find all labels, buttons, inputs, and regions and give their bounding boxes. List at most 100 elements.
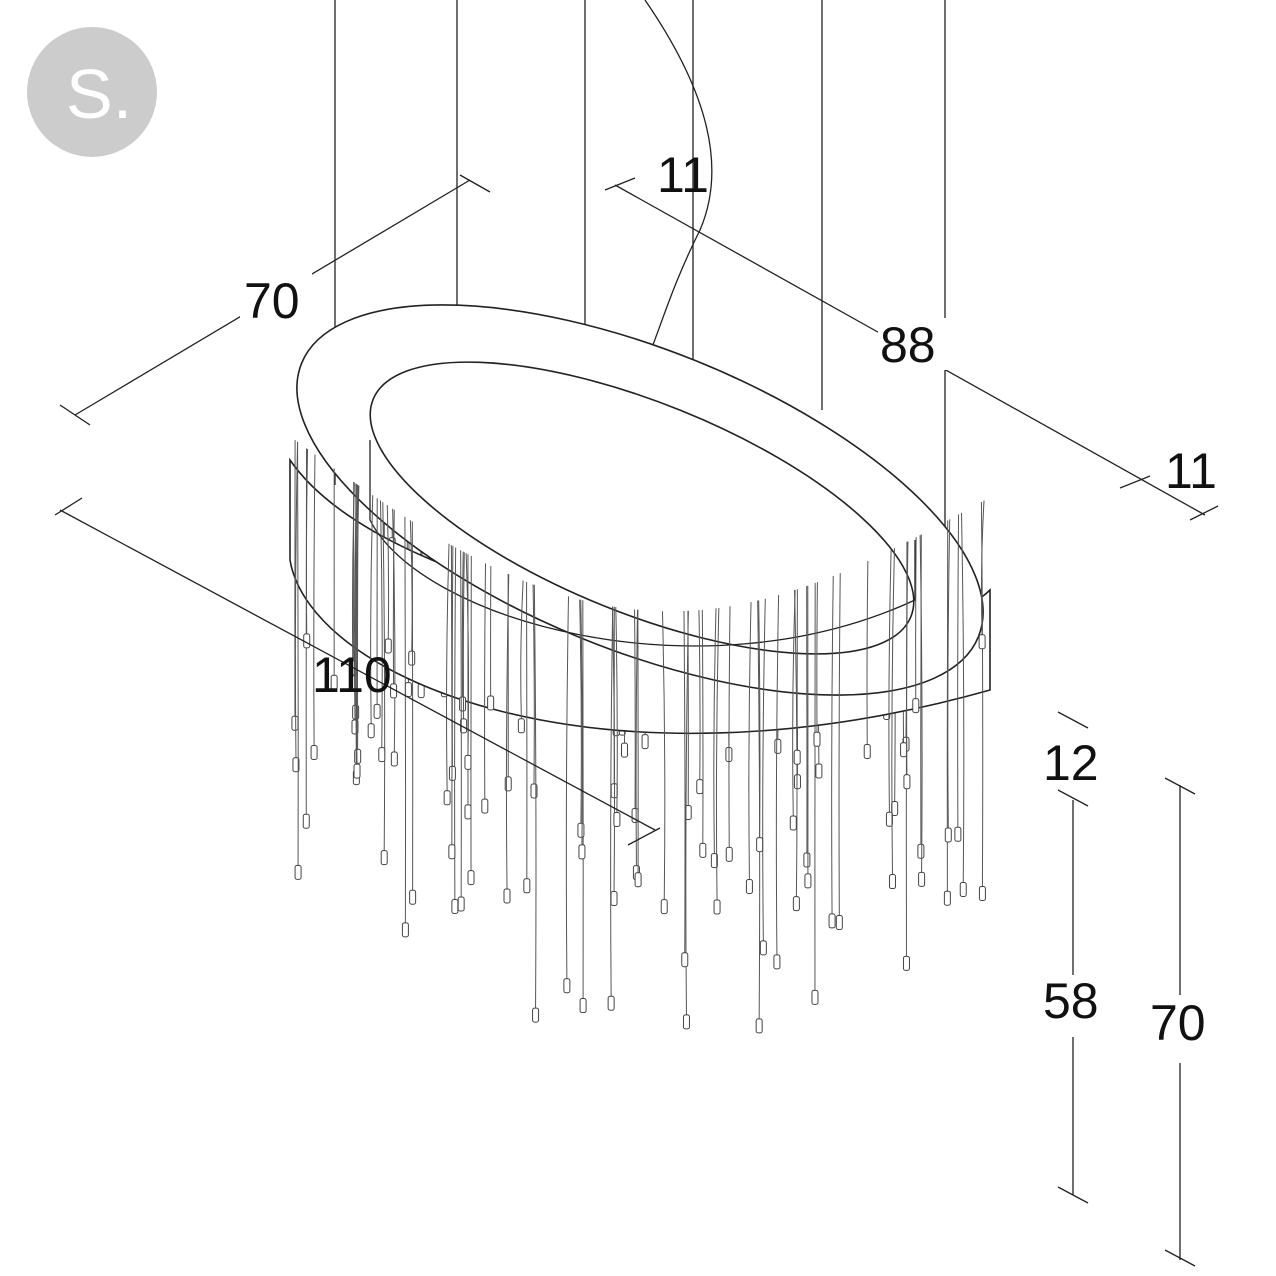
crystal xyxy=(384,638,392,654)
crystal xyxy=(532,1007,540,1023)
crystal xyxy=(330,674,338,690)
dim-110: 110 xyxy=(312,647,392,703)
strand xyxy=(353,484,358,720)
dim-12: 12 xyxy=(1043,735,1099,791)
crystal xyxy=(404,682,412,698)
crystal xyxy=(613,811,621,827)
crystal xyxy=(978,634,986,650)
dim-58: 58 xyxy=(1043,973,1099,1029)
strand xyxy=(961,512,965,883)
crystal xyxy=(959,882,967,898)
crystal xyxy=(813,731,821,747)
strand xyxy=(382,502,386,851)
strand xyxy=(715,607,720,901)
crystal xyxy=(888,874,896,890)
strand xyxy=(698,610,701,780)
strand xyxy=(891,548,895,875)
strand xyxy=(957,514,960,828)
strand xyxy=(379,500,383,748)
crystal xyxy=(577,822,585,838)
crystal xyxy=(610,890,618,906)
strand xyxy=(610,606,614,997)
crystal xyxy=(681,952,689,968)
crystal xyxy=(367,723,375,739)
crystal xyxy=(294,864,302,880)
strand xyxy=(579,599,582,824)
strand xyxy=(947,519,951,829)
dim-70-depth: 70 xyxy=(244,273,300,329)
strand xyxy=(532,584,535,784)
crystal-strands-front xyxy=(291,440,986,1034)
strand xyxy=(906,541,909,775)
crystal xyxy=(803,852,811,868)
crystal xyxy=(481,798,489,814)
crystal xyxy=(696,779,704,795)
crystal xyxy=(978,885,986,901)
crystal xyxy=(448,844,456,860)
crystal xyxy=(354,748,362,764)
crystal xyxy=(291,715,299,731)
crystal xyxy=(578,844,586,860)
crystal xyxy=(943,890,951,906)
strand xyxy=(888,549,892,813)
crystal xyxy=(755,1018,763,1034)
strand xyxy=(404,516,407,923)
strand xyxy=(661,611,666,900)
crystal xyxy=(302,813,310,829)
crystal xyxy=(699,842,707,858)
crystal xyxy=(815,763,823,779)
crystal xyxy=(390,751,398,767)
strand xyxy=(635,609,639,866)
strand xyxy=(294,441,299,758)
crystal xyxy=(563,978,571,994)
crystal xyxy=(378,747,386,763)
brand-logo: S. xyxy=(27,27,157,157)
strand xyxy=(611,606,616,892)
crystal xyxy=(503,888,511,904)
crystal xyxy=(759,940,767,956)
crystal xyxy=(912,698,920,714)
strand xyxy=(305,449,309,634)
strand xyxy=(505,574,510,889)
crystal xyxy=(408,650,416,666)
strand xyxy=(351,482,355,676)
crystal xyxy=(789,815,797,831)
crystal xyxy=(811,989,819,1005)
strand xyxy=(792,589,796,816)
svg-text:S.: S. xyxy=(66,55,132,133)
strand xyxy=(533,584,537,1009)
crystal xyxy=(467,870,475,886)
strand xyxy=(775,595,780,955)
crystal xyxy=(863,744,871,760)
strand xyxy=(460,550,462,897)
crystal xyxy=(607,995,615,1011)
strand xyxy=(838,573,841,916)
crystal xyxy=(292,757,300,773)
crystal xyxy=(310,745,318,761)
dim-11-right: 11 xyxy=(1165,443,1217,499)
dim-11-top: 11 xyxy=(657,147,709,203)
strand xyxy=(465,553,470,756)
strand xyxy=(713,608,717,854)
crystal xyxy=(634,872,642,888)
strand xyxy=(634,609,636,809)
crystal xyxy=(523,878,531,894)
crystal xyxy=(464,804,472,820)
crystal xyxy=(792,896,800,912)
crystal xyxy=(682,1014,690,1030)
crystal xyxy=(459,696,467,712)
crystal xyxy=(756,837,764,853)
strand xyxy=(386,505,390,639)
crystal xyxy=(773,954,781,970)
crystal xyxy=(451,898,459,914)
crystal xyxy=(409,889,417,905)
dim-88: 88 xyxy=(880,317,936,373)
strand xyxy=(683,611,686,953)
strand xyxy=(461,551,464,697)
strand xyxy=(520,580,524,719)
strand xyxy=(615,607,618,813)
dimension-labels: 70 11 88 11 110 12 58 70 xyxy=(240,147,1217,1063)
crystal xyxy=(917,843,925,859)
crystal xyxy=(517,718,525,734)
